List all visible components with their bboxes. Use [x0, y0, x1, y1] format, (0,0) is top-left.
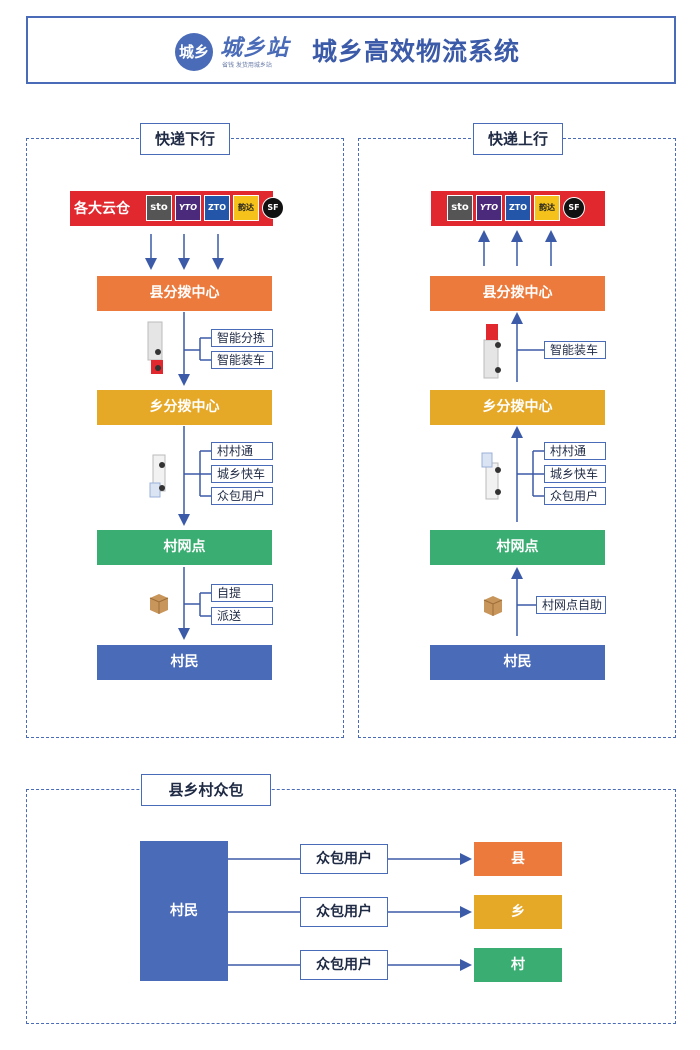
down-tag-smart-sort: 智能分拣	[211, 329, 273, 347]
yto-logo: YTO	[175, 195, 201, 221]
truck-icon-down-1	[147, 321, 163, 374]
header-frame	[26, 16, 676, 84]
zto-logo: ZTO	[204, 195, 230, 221]
crowdsource-title: 县乡村众包	[141, 774, 271, 806]
down-village-point: 村网点	[97, 530, 272, 565]
up-yunda-logo: 韵达	[534, 195, 560, 221]
dest-township: 乡	[474, 895, 562, 929]
page-title: 城乡高效物流系统	[312, 37, 521, 66]
down-tag-delivery: 派送	[211, 607, 273, 625]
sto-logo: sto	[146, 195, 172, 221]
up-tag-village-bus: 村村通	[544, 442, 606, 460]
down-tag-village-bus: 村村通	[211, 442, 273, 460]
down-township-center: 乡分拨中心	[97, 390, 272, 425]
up-county-center: 县分拨中心	[430, 276, 605, 311]
truck-icon-up-1	[483, 324, 501, 379]
up-villager: 村民	[430, 645, 605, 680]
dest-village: 村	[474, 948, 562, 982]
down-county-center: 县分拨中心	[97, 276, 272, 311]
truck-icon-up-2	[481, 452, 501, 500]
up-yto-logo: YTO	[476, 195, 502, 221]
up-tag-crowd-user: 众包用户	[544, 487, 606, 505]
crowd-user-village: 众包用户	[300, 950, 388, 980]
up-sf-logo: SF	[563, 197, 585, 219]
down-tag-smart-load: 智能装车	[211, 351, 273, 369]
up-township-center: 乡分拨中心	[430, 390, 605, 425]
logo-wordmark: 城乡站	[220, 36, 290, 61]
crowdsource-panel	[26, 789, 676, 1024]
sf-logo: SF	[262, 197, 284, 219]
down-tag-express: 城乡快车	[211, 465, 273, 483]
truck-icon-down-2	[149, 454, 166, 498]
crowd-villager: 村民	[140, 841, 228, 981]
dest-county: 县	[474, 842, 562, 876]
yunda-logo: 韵达	[233, 195, 259, 221]
logo-badge: 城乡	[175, 33, 213, 71]
up-tag-express: 城乡快车	[544, 465, 606, 483]
up-sto-logo: sto	[447, 195, 473, 221]
box-icon-up	[483, 596, 503, 616]
box-icon-down	[149, 594, 169, 614]
up-tag-self-service: 村网点自助	[536, 596, 606, 614]
logo-slogan: 省钱 发货用城乡站	[222, 62, 272, 69]
uplink-title: 快递上行	[473, 123, 563, 155]
warehouse-label: 各大云仓	[74, 201, 130, 217]
crowd-user-township: 众包用户	[300, 897, 388, 927]
up-zto-logo: ZTO	[505, 195, 531, 221]
up-village-point: 村网点	[430, 530, 605, 565]
down-tag-pickup: 自提	[211, 584, 273, 602]
down-villager: 村民	[97, 645, 272, 680]
down-tag-crowd-user: 众包用户	[211, 487, 273, 505]
up-tag-smart-load: 智能装车	[544, 341, 606, 359]
crowd-user-county: 众包用户	[300, 844, 388, 874]
downlink-title: 快递下行	[140, 123, 230, 155]
